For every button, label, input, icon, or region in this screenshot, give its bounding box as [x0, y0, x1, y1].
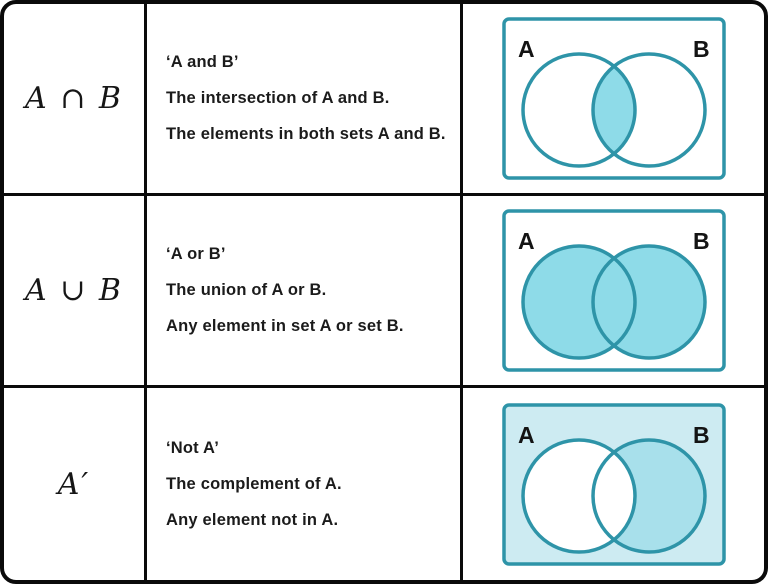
set-notation-complement: A′ [57, 466, 91, 502]
set-b-circle [590, 52, 707, 168]
set-b-circle [590, 437, 707, 554]
description-line: ‘Not A’ [166, 438, 220, 457]
description-line: The union of A or B. [166, 281, 327, 299]
set-a-label: A [518, 228, 535, 254]
description-line: The elements in both sets A and B. [166, 125, 446, 143]
notation-cell-intersection: A ∩ B [4, 4, 147, 196]
set-a-label: A [518, 36, 535, 62]
description-line: The complement of A. [166, 474, 342, 493]
description-line: ‘A or B’ [166, 245, 226, 263]
set-b-circle [590, 244, 707, 360]
description-cell-union: ‘A or B’ The union of A or B. Any elemen… [147, 196, 463, 388]
set-notation-intersection: A ∩ B [25, 81, 123, 116]
notation-cell-union: A ∪ B [4, 196, 147, 388]
set-a-label: A [518, 422, 535, 448]
description-cell-intersection: ‘A and B’ The intersection of A and B. T… [147, 4, 463, 196]
set-a-circle [520, 437, 637, 554]
description-cell-complement: ‘Not A’ The complement of A. Any element… [147, 388, 463, 580]
set-b-label: B [693, 228, 710, 254]
set-a-circle [520, 244, 637, 360]
description-line: Any element not in A. [166, 510, 339, 529]
notation-cell-complement: A′ [4, 388, 147, 580]
set-a-circle [520, 52, 637, 168]
description-line: Any element in set A or set B. [166, 317, 404, 335]
set-b-label: B [693, 422, 710, 448]
description-line: The intersection of A and B. [166, 89, 390, 107]
set-b-label: B [693, 36, 710, 62]
description-line: ‘A and B’ [166, 53, 239, 71]
set-notation-union: A ∪ B [25, 273, 123, 308]
